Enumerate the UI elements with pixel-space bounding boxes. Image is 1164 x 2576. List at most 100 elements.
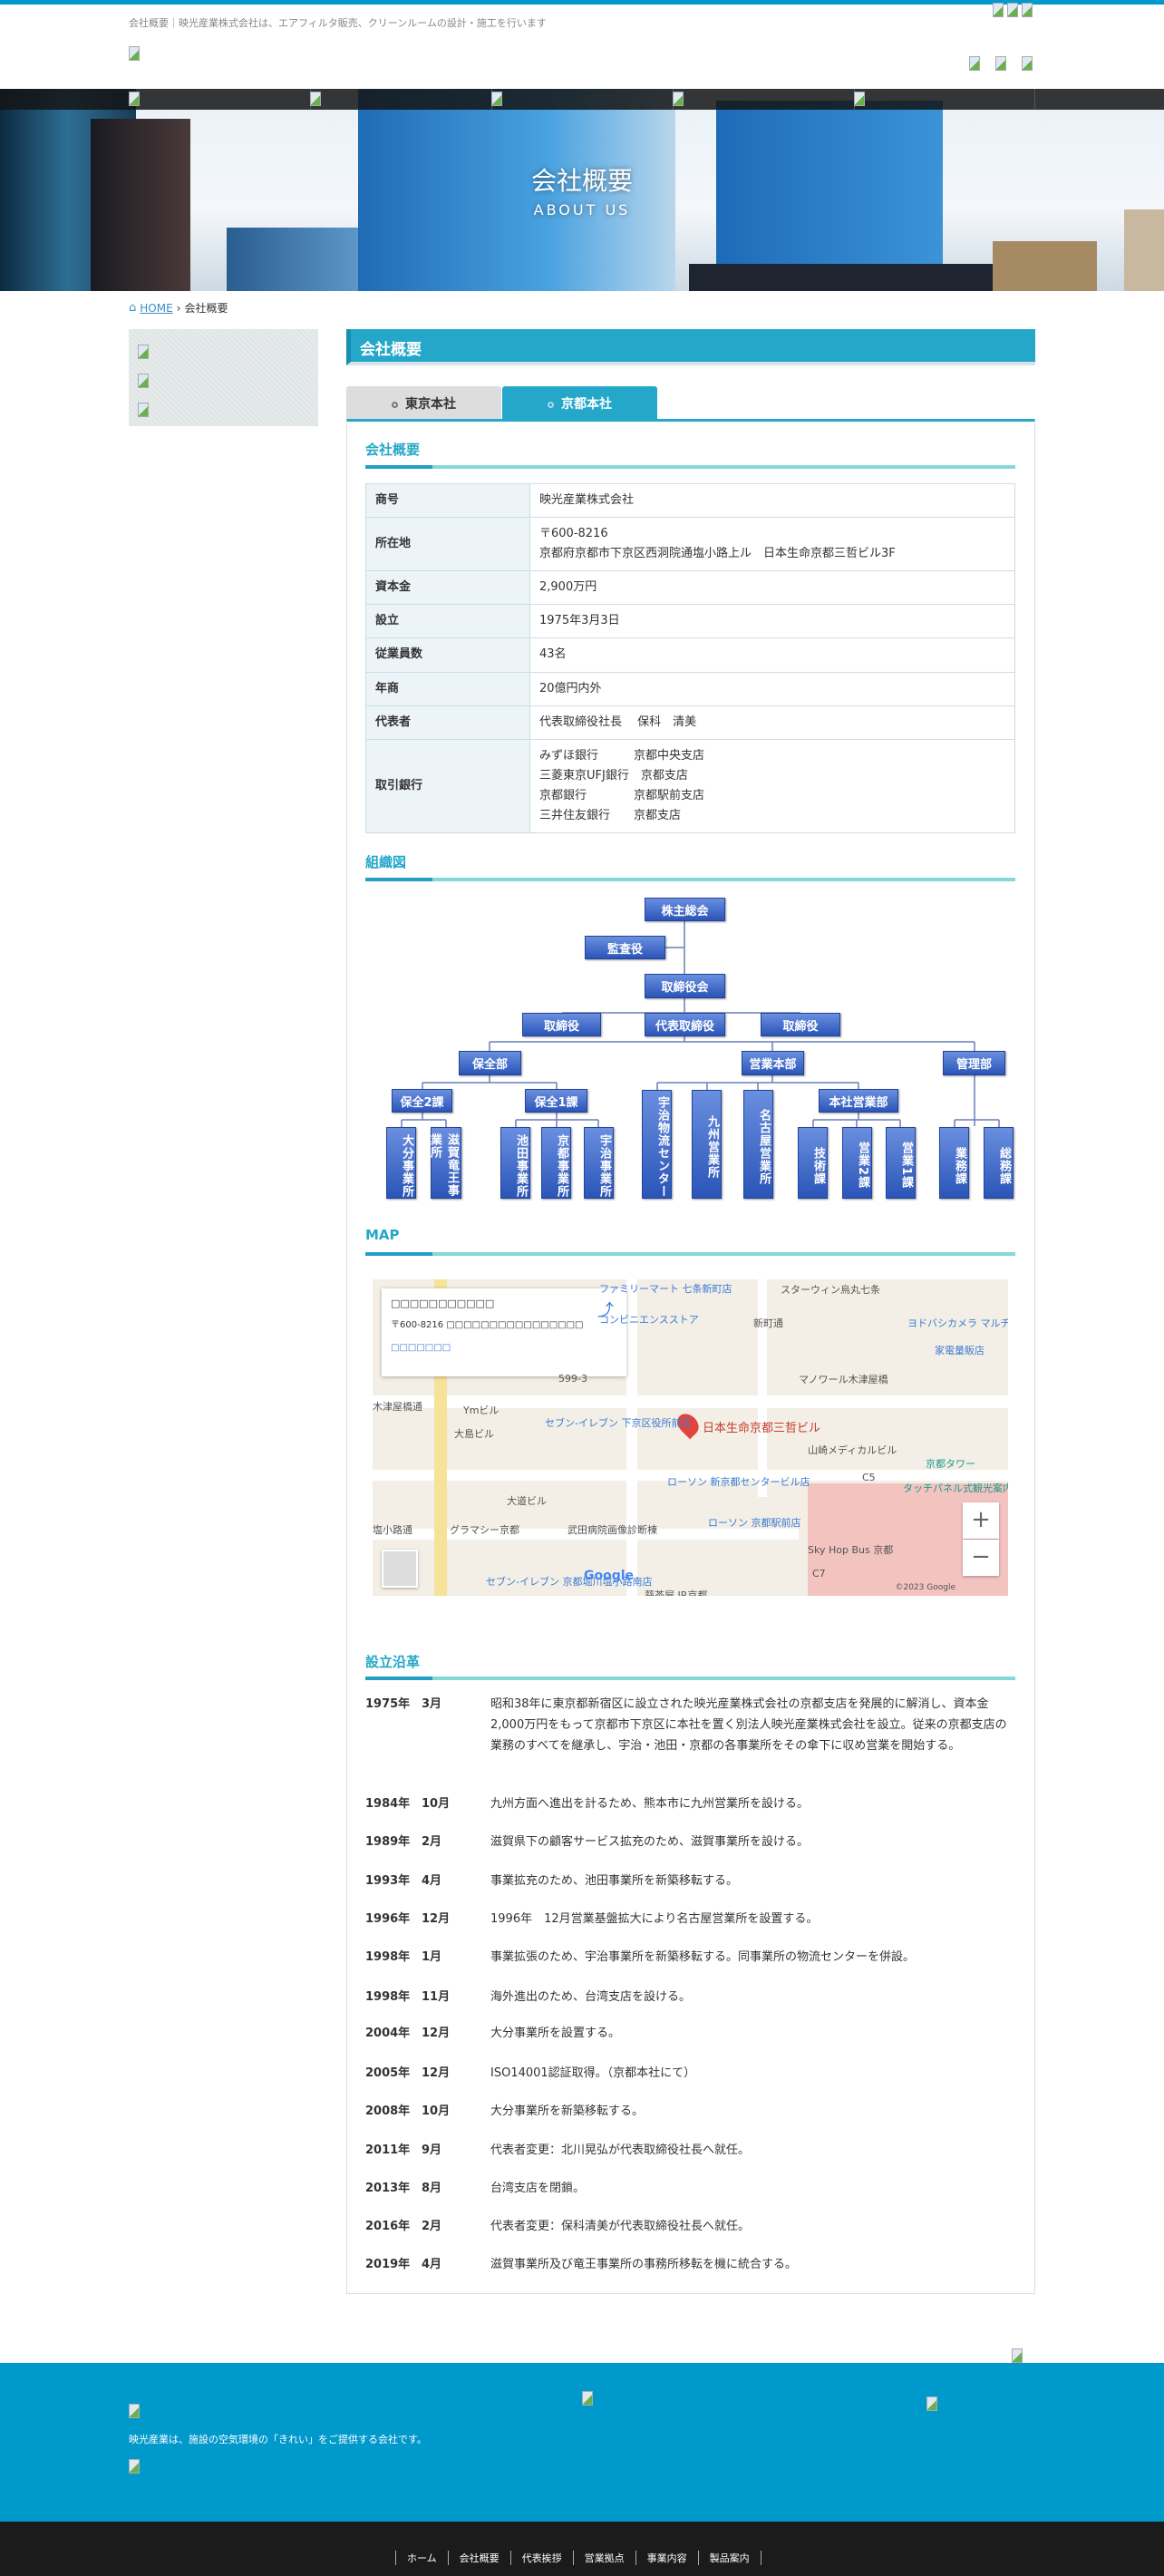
site-logo[interactable]: [129, 46, 140, 61]
header-link-icon[interactable]: [1022, 56, 1033, 71]
sidebar-banner[interactable]: [138, 374, 149, 388]
map-zoom-out-button[interactable]: −: [963, 1540, 999, 1576]
nav-item[interactable]: [310, 92, 321, 106]
hero-title: 会社概要: [530, 166, 633, 196]
map-label: 木津屋橋通: [373, 1401, 422, 1413]
footer-banner[interactable]: [926, 2396, 937, 2411]
table-value-line: 1975年3月3日: [539, 614, 620, 628]
table-value-line: 京都銀行 京都駅前支店: [539, 788, 705, 802]
heading-underline: [365, 1252, 1015, 1256]
footer-logo[interactable]: [129, 2404, 140, 2418]
page-top-button[interactable]: [1012, 2348, 1023, 2363]
nav-item[interactable]: [491, 92, 502, 106]
org-node: 営業1課: [886, 1127, 916, 1199]
table-value-line: 20億円内外: [539, 681, 602, 695]
directions-icon[interactable]: ⤴: [597, 1301, 614, 1320]
map-copyright: ©2023 Google: [895, 1583, 955, 1592]
header-link-icon[interactable]: [995, 56, 1006, 71]
breadcrumb-home-link[interactable]: HOME: [140, 301, 173, 315]
map-label: タッチパネル式観光案内がある展望台: [903, 1482, 1008, 1494]
map-label: C5: [862, 1472, 876, 1483]
history-text: 大分事業所を設置する。: [490, 2027, 621, 2040]
org-node: 滋賀竜王事業所: [428, 1127, 461, 1199]
map-label: 大道ビル: [507, 1495, 547, 1507]
footer-link[interactable]: 代表挨拶: [509, 2551, 573, 2565]
history-year: 1998年: [365, 1950, 411, 1964]
history-year: 2004年: [365, 2027, 411, 2040]
map-label: ローソン 新京都センタービル店: [667, 1476, 810, 1488]
table-value: 43名: [529, 637, 1015, 673]
map-label: ヨドバシカメラ マルチメディア京都: [907, 1317, 1008, 1329]
history-year: 1998年: [365, 1990, 411, 2004]
header-top-icon[interactable]: [1022, 3, 1033, 17]
footer: [0, 2363, 1164, 2522]
history-row: 1998年 1月 事業拡張のため、宇治事業所を新築移転する。同事業所の物流センターを…: [365, 1947, 1015, 1968]
table-value: 2,900万円: [529, 570, 1015, 606]
org-node: 保全1課: [525, 1089, 587, 1113]
org-node: 技術課: [798, 1127, 828, 1199]
footer-link[interactable]: 事業内容: [635, 2551, 698, 2565]
footer-banner[interactable]: [582, 2391, 593, 2406]
table-key: 取引銀行: [365, 738, 530, 834]
circle-icon: [548, 402, 554, 408]
table-value-line: みずほ銀行 京都中央支店: [539, 748, 705, 763]
org-node: 営業2課: [842, 1127, 872, 1199]
table-key: 資本金: [365, 570, 530, 606]
history-text: 代表者変更：保科清美が代表取締役社長へ就任。: [490, 2220, 751, 2233]
header-top-icon[interactable]: [1007, 3, 1018, 17]
map-label: 京都タワー: [926, 1458, 975, 1470]
history-month: 12月: [422, 1912, 451, 1926]
map-label: セブン-イレブン 下京区役所前店: [545, 1417, 692, 1429]
footer-link[interactable]: 営業拠点: [572, 2551, 635, 2565]
table-key: 設立: [365, 604, 530, 639]
sidebar-banner[interactable]: [138, 403, 149, 417]
map-zoom-in-button[interactable]: +: [963, 1502, 999, 1539]
footer-link[interactable]: 製品案内: [697, 2551, 761, 2565]
tab-kyoto-hq[interactable]: 京都本社: [502, 386, 657, 419]
map-label: 家電量販店: [935, 1345, 985, 1356]
google-map[interactable]: □□□□□□□□□□□ 〒600-8216 □□□□□□□□□□□□□□□□ □…: [373, 1279, 1008, 1596]
history-year: 1996年: [365, 1912, 411, 1926]
map-label: 塩小路通: [373, 1524, 412, 1536]
footer-banner[interactable]: [129, 2459, 140, 2474]
history-text: ISO14001認証取得。（京都本社にて）: [490, 2066, 696, 2080]
history-text: 大分事業所を新築移転する。: [490, 2105, 645, 2118]
org-node: 取締役会: [645, 974, 725, 998]
history-month: 1月: [422, 1950, 442, 1964]
sidebar: [129, 329, 318, 426]
history-month: 4月: [422, 2258, 442, 2271]
header-link-icon[interactable]: [969, 56, 980, 71]
table-value-line: 三井住友銀行 京都支店: [539, 809, 682, 823]
footer-link[interactable]: ホーム: [395, 2551, 448, 2565]
breadcrumb-current: 会社概要: [184, 302, 228, 315]
history-month: 9月: [422, 2143, 442, 2157]
org-node: 池田事業所: [500, 1127, 530, 1199]
history-text: 事業拡張のため、宇治事業所を新築移転する。同事業所の物流センターを併設。: [490, 1950, 916, 1964]
map-label: グラマシー京都: [450, 1524, 519, 1536]
tab-tokyo-hq[interactable]: 東京本社: [346, 386, 501, 419]
map-info-card: □□□□□□□□□□□ 〒600-8216 □□□□□□□□□□□□□□□□ □…: [382, 1288, 626, 1376]
footer-link[interactable]: 会社概要: [447, 2551, 510, 2565]
history-year: 1993年: [365, 1874, 411, 1888]
table-value: 映光産業株式会社: [529, 482, 1015, 519]
table-value-line: 映光産業株式会社: [539, 493, 635, 507]
nav-item[interactable]: [673, 92, 684, 106]
org-node: 宇治物流センター: [642, 1090, 672, 1199]
map-card-link[interactable]: □□□□□□□: [391, 1343, 451, 1353]
history-month: 3月: [422, 1697, 442, 1711]
street-view-pegman[interactable]: [382, 1550, 418, 1588]
nav-item[interactable]: [129, 92, 140, 106]
history-month: 10月: [422, 2105, 451, 2118]
circle-icon: [392, 402, 398, 408]
map-marker-label: 日本生命京都三哲ビル: [703, 1422, 821, 1435]
org-node: 業務課: [939, 1127, 969, 1199]
nav-item[interactable]: [854, 92, 865, 106]
sidebar-banner[interactable]: [138, 345, 149, 359]
header-top-icon[interactable]: [993, 3, 1004, 17]
history-text: 代表者変更：北川晃弘が代表取締役社長へ就任。: [490, 2143, 751, 2157]
